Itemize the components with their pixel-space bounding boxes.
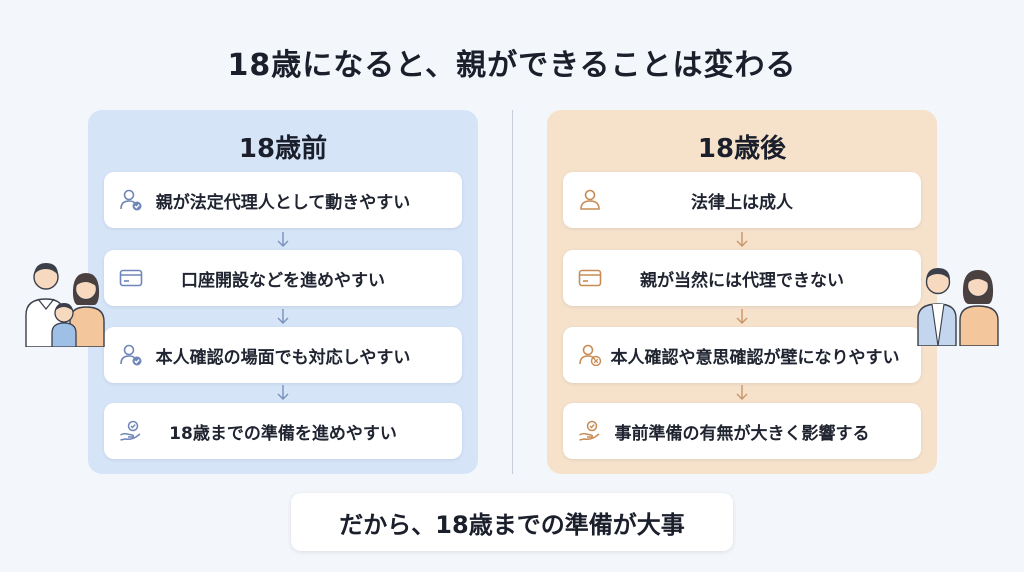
before-card-3-text: 本人確認の場面でも対応しやすい (155, 347, 411, 368)
center-divider (512, 110, 513, 474)
after-card-3-text: 本人確認や意思確認が壁になりやすい (610, 347, 900, 368)
hand-check-icon (118, 419, 144, 443)
after-heading: 18歳後 (697, 134, 787, 164)
before-card-2-text: 口座開設などを進めやすい (181, 270, 385, 291)
hand-check-icon (577, 419, 603, 443)
down-arrow-icon (277, 232, 289, 247)
after-card-1: 法律上は成人 (563, 172, 921, 228)
after-card-3: 本人確認や意思確認が壁になりやすい (563, 327, 921, 383)
page-title: 18歳になると、親ができることは変わる (227, 48, 797, 83)
before-card-4-text: 18歳までの準備を進めやすい (169, 423, 397, 444)
after-card-2-text: 親が当然には代理できない (640, 270, 844, 291)
down-arrow-icon (736, 309, 748, 324)
before-card-3: 本人確認の場面でも対応しやすい (104, 327, 462, 383)
before-card-4: 18歳までの準備を進めやすい (104, 403, 462, 459)
down-arrow-icon (736, 232, 748, 247)
card-icon (577, 266, 603, 290)
before-card-2: 口座開設などを進めやすい (104, 250, 462, 306)
down-arrow-icon (277, 385, 289, 400)
person-icon (577, 188, 603, 212)
adults-illustration (917, 268, 999, 346)
before-panel: 18歳前 親が法定代理人として動きやすい 口座開設などを進めやすい 本人確認の場… (88, 110, 478, 474)
before-card-1-text: 親が法定代理人として動きやすい (155, 192, 411, 213)
down-arrow-icon (277, 309, 289, 324)
conclusion-box: だから、18歳までの準備が大事 (291, 493, 733, 551)
after-card-2: 親が当然には代理できない (563, 250, 921, 306)
before-card-1: 親が法定代理人として動きやすい (104, 172, 462, 228)
person-x-icon (577, 343, 603, 367)
after-card-1-text: 法律上は成人 (691, 192, 793, 213)
after-card-4-text: 事前準備の有無が大きく影響する (614, 423, 870, 444)
down-arrow-icon (736, 385, 748, 400)
person-check-icon (118, 343, 144, 367)
before-heading: 18歳前 (238, 134, 328, 164)
family-illustration (25, 263, 105, 347)
after-panel: 18歳後 法律上は成人 親が当然には代理できない 本人確認や意思確認が壁になりや… (547, 110, 937, 474)
card-icon (118, 266, 144, 290)
after-card-4: 事前準備の有無が大きく影響する (563, 403, 921, 459)
person-check-icon (118, 188, 144, 212)
